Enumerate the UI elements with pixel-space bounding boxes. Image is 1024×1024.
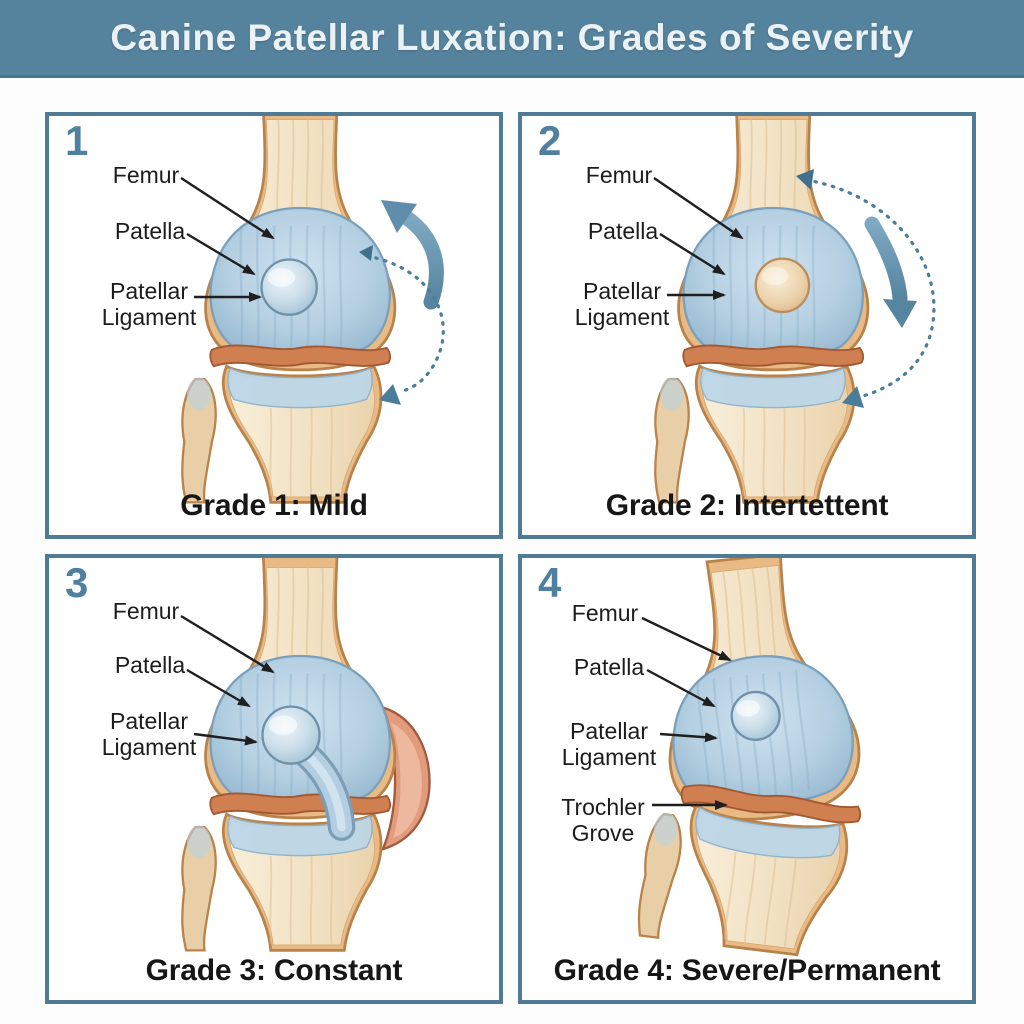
luxation-motion-arc [359,200,445,405]
tibia-group [637,803,849,957]
label-arrow [641,616,732,662]
patella-shape [260,258,318,316]
femur-group [668,558,861,821]
label-arrow [180,176,275,240]
femur-group [677,116,870,372]
tibial-plateau-shape [695,806,841,859]
meniscus-shape [209,344,392,368]
title-bar: Canine Patellar Luxation: Grades of Seve… [0,0,1024,78]
label-patellar-ligament: Patellar Ligament [101,278,197,331]
knee-illustration-grade-2 [522,116,972,535]
panel-caption: Grade 3: Constant [145,954,403,987]
tibia-group [654,364,856,504]
page-title: Canine Patellar Luxation: Grades of Seve… [110,16,914,58]
tibial-plateau-shape [227,367,373,409]
tibial-plateau-shape [700,367,846,409]
label-patella: Patella [573,654,645,680]
knee-drawing [653,116,936,504]
patella-group [260,258,318,316]
patella-group [754,257,811,314]
meniscus-group [680,784,862,824]
label-arrow [646,668,716,708]
label-patellar-ligament: Patellar Ligament [574,278,670,331]
panel-number: 3 [65,559,89,606]
panel-grade-1: 1 Femur Patella Patellar Ligament Grade … [45,112,503,539]
meniscus-shape [680,784,862,824]
label-femur: Femur [585,162,653,188]
knee-illustration-grade-3 [49,558,499,1000]
label-arrow [186,668,251,708]
patella-group [730,690,781,741]
panel-number: 1 [65,117,89,164]
label-patella: Patella [587,218,659,244]
patella-shape [754,257,811,314]
panel-caption: Grade 4: Severe/Permanent [553,954,941,987]
panel-grade-4: 4 Femur Patella Patellar Ligament Trochl… [518,554,976,1004]
knee-drawing [180,116,445,504]
meniscus-group [682,344,865,368]
knee-illustration-grade-1 [49,116,499,535]
label-arrow [653,177,744,240]
tibia-group [181,364,383,504]
fibula-shape [654,377,690,504]
panel-grade-2: 2 Femur Patella Patellar Ligament Grade … [518,112,976,539]
luxation-motion-arc [796,169,936,408]
label-femur: Femur [112,598,180,624]
panel-caption: Grade 1: Mild [180,489,368,522]
knee-drawing [637,558,862,957]
label-patella: Patella [114,218,186,244]
meniscus-group [209,344,392,368]
label-femur: Femur [112,162,180,188]
meniscus-shape [682,344,865,368]
label-arrow [193,732,258,746]
motion-arrow-down-icon [883,299,917,328]
fibula-shape [637,813,682,940]
label-arrow [659,232,726,276]
label-patella: Patella [114,652,186,678]
patella-group [261,705,356,841]
fibula-shape [181,377,217,504]
label-patellar-ligament: Patellar Ligament [101,708,197,761]
label-arrow [659,732,718,743]
motion-arrow-up-icon [381,200,417,233]
femur-group [204,116,397,372]
knee-drawing [180,558,431,952]
patella-shape [261,705,321,765]
arc-arrowhead-icon [796,169,814,190]
panel-caption: Grade 2: Intertettent [605,489,889,522]
label-trochlear-groove: Trochler Grove [561,794,645,847]
label-arrow [186,232,256,276]
panel-grade-3: 3 Femur Patella Patellar Ligament Grade … [45,554,503,1004]
arc-arrowhead-icon [379,384,401,405]
label-patellar-ligament: Patellar Ligament [561,718,657,771]
knee-illustration-grade-4 [522,558,972,1000]
label-femur: Femur [571,600,639,626]
panel-number: 4 [538,559,562,606]
label-arrow [180,614,275,674]
panel-number: 2 [538,117,562,164]
fibula-shape [181,825,217,952]
